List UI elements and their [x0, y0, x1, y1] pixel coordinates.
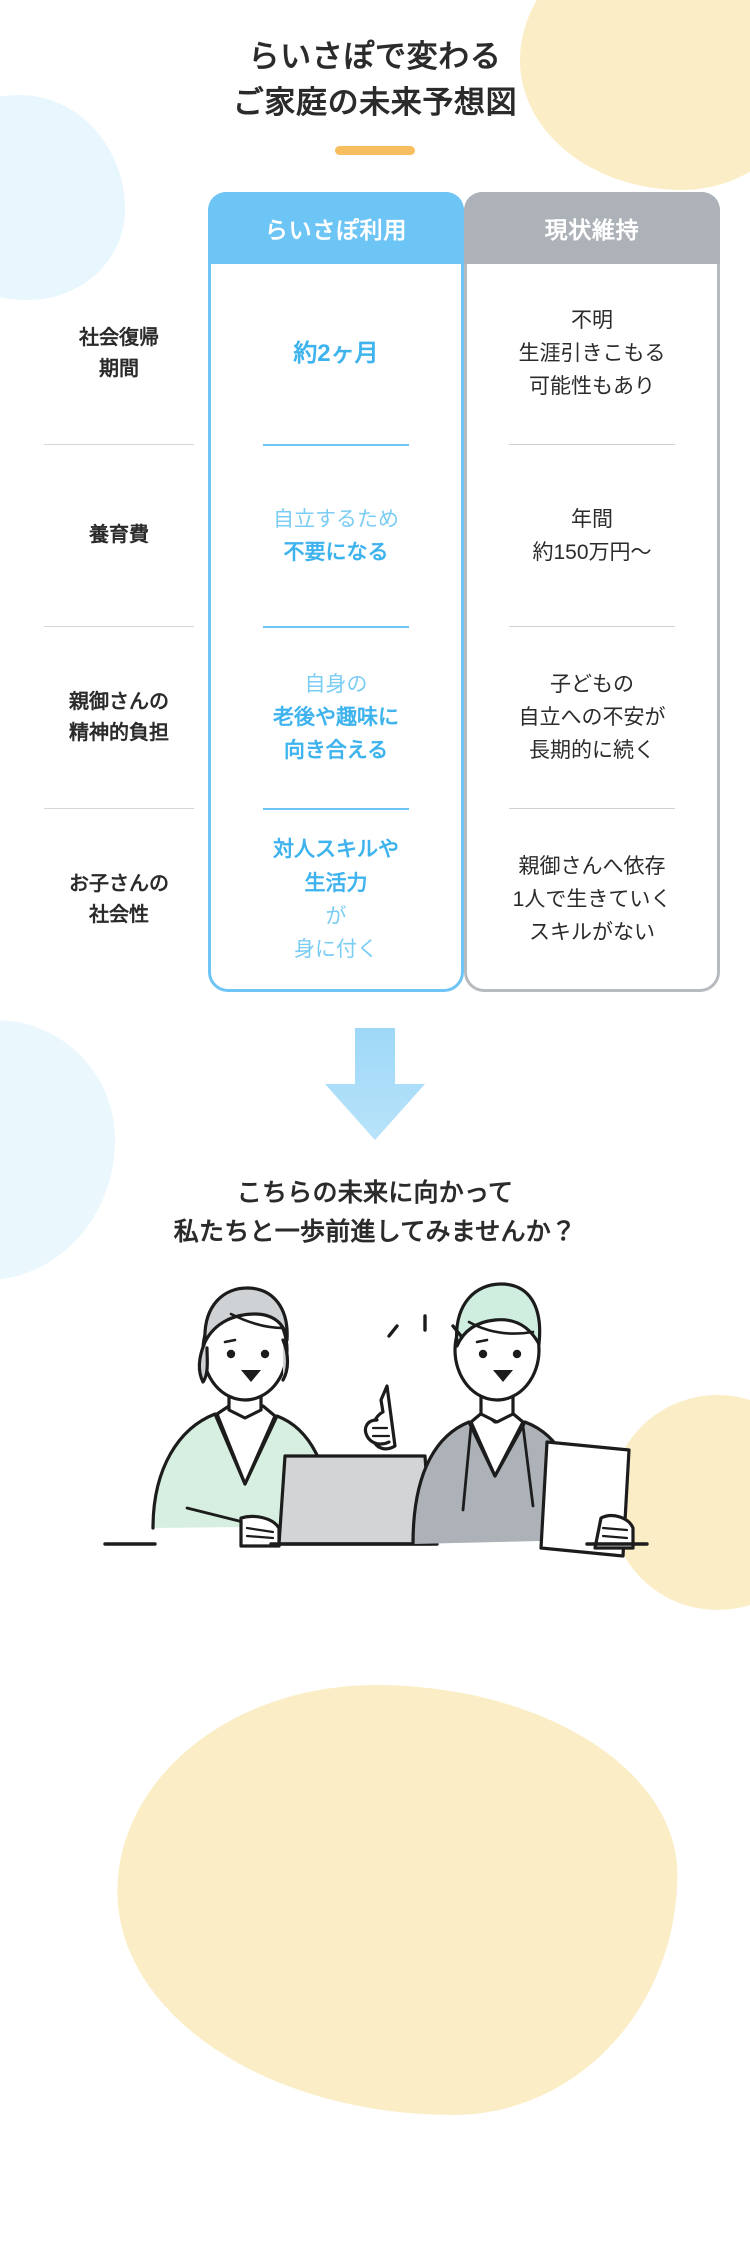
row-label-childcare-cost: 養育費: [30, 446, 208, 626]
row-label-line-1: 社会復帰: [79, 326, 159, 349]
row-3-positive-line-2: 老後や趣味に: [273, 706, 399, 730]
closing-line-2: 私たちと一歩前進してみませんか？: [173, 1217, 577, 1246]
row-2-negative-line-1: 年間: [571, 507, 613, 531]
row-4-positive-line-2: 生活力が: [305, 867, 368, 933]
row-1-positive-cell: 約2ヶ月: [208, 264, 464, 444]
title-line-1: らいさぽで変わる: [248, 39, 502, 74]
row-label-line-2: 社会性: [89, 903, 149, 926]
table-header-label-column: [30, 192, 208, 264]
row-label-line-2: 期間: [99, 357, 139, 380]
row-4-negative-line-3: スキルがない: [529, 921, 655, 945]
row-separator-label-3: [44, 807, 194, 809]
row-1-positive-line-1: 約2ヶ月: [293, 339, 379, 367]
row-label-line-1: 養育費: [89, 524, 149, 547]
closing-message: こちらの未来に向かって 私たちと一歩前進してみませんか？: [0, 1174, 750, 1252]
row-separator-positive-2: [263, 625, 409, 628]
row-separator-label-2: [44, 625, 194, 627]
row-3-positive-line-1: 自身の: [304, 672, 368, 696]
row-1-negative-cell: 不明 生涯引きこもる 可能性もあり: [464, 264, 720, 444]
down-arrow-container: [0, 1027, 750, 1140]
row-2-positive-line-2: 不要になる: [283, 540, 389, 564]
row-4-negative-line-2: 1人で生きていく: [512, 888, 672, 912]
row-4-positive-cell: 対人スキルや 生活力が 身に付く: [208, 810, 464, 990]
row-3-negative-line-1: 子どもの: [550, 672, 634, 696]
row-3-negative-cell: 子どもの 自立への不安が 長期的に続く: [464, 628, 720, 808]
two-people-consulting-illustration: [103, 1282, 649, 1558]
illustration-container: [95, 1270, 655, 1570]
row-label-line-1: 親御さんの: [69, 690, 169, 713]
row-4-negative-line-1: 親御さんへ依存: [518, 854, 666, 878]
row-separator-positive-3: [263, 807, 409, 810]
decorative-blob-cream-bottom: [117, 1685, 678, 2115]
row-separator-negative-3: [509, 807, 675, 809]
row-label-parent-burden: 親御さんの 精神的負担: [30, 628, 208, 808]
negative-column-panel: [464, 191, 720, 992]
closing-line-1: こちらの未来に向かって: [236, 1178, 514, 1207]
row-3-negative-line-3: 長期的に続く: [529, 739, 655, 763]
row-label-line-2: 精神的負担: [69, 721, 169, 744]
row-2-positive-line-1: 自立するため: [273, 507, 399, 531]
row-3-positive-cell: 自身の 老後や趣味に 向き合える: [208, 628, 464, 808]
row-separator-negative-1: [509, 443, 675, 445]
row-1-negative-line-3: 可能性もあり: [529, 375, 655, 399]
row-2-negative-cell: 年間 約150万円〜: [464, 446, 720, 626]
positive-column-panel: [208, 191, 464, 992]
row-label-social-return: 社会復帰 期間: [30, 264, 208, 444]
row-1-negative-line-2: 生涯引きこもる: [518, 342, 666, 366]
row-4-positive-line-1: 対人スキルや: [273, 838, 399, 862]
row-4-positive-line-3: 身に付く: [294, 937, 378, 961]
row-2-negative-line-2: 約150万円〜: [532, 540, 652, 564]
row-separator-label-1: [44, 443, 194, 445]
row-1-negative-line-1: 不明: [571, 308, 613, 332]
title-underline-rule: [335, 145, 415, 155]
table-header-positive: らいさぽ利用: [208, 191, 464, 264]
row-label-line-1: お子さんの: [69, 872, 169, 895]
title-line-2: ご家庭の未来予想図: [232, 84, 518, 120]
row-4-positive-line-2-bold: 生活力: [304, 871, 368, 895]
row-separator-negative-2: [509, 625, 675, 627]
row-3-positive-line-3: 向き合える: [283, 739, 389, 763]
row-4-positive-line-2-tail: が: [325, 904, 347, 928]
down-arrow-icon: [325, 1027, 425, 1140]
row-2-positive-cell: 自立するため 不要になる: [208, 446, 464, 626]
page-title: らいさぽで変わる ご家庭の未来予想図: [0, 0, 750, 155]
comparison-table: らいさぽ利用 現状維持 社会復帰 期間 約2ヶ月 不明 生涯引きこもる 可能性も…: [30, 191, 720, 992]
row-label-child-sociability: お子さんの 社会性: [30, 810, 208, 990]
row-4-negative-cell: 親御さんへ依存 1人で生きていく スキルがない: [464, 810, 720, 990]
row-3-negative-line-2: 自立への不安が: [518, 706, 666, 730]
table-header-negative: 現状維持: [464, 191, 720, 264]
row-separator-positive-1: [263, 443, 409, 446]
